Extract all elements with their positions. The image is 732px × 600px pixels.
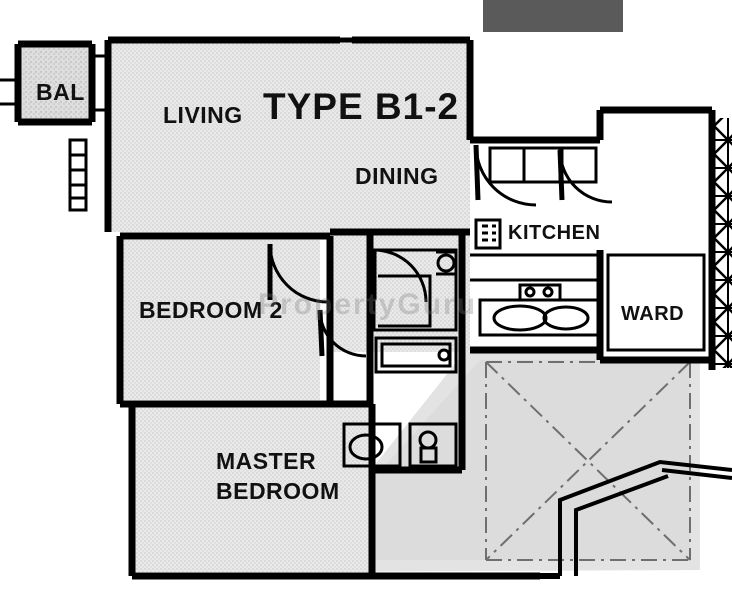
room-label-wardrobe: WARD (621, 303, 685, 325)
walls-secondary (0, 54, 706, 468)
room-label-dining: DINING (355, 163, 439, 189)
door-leaf (267, 37, 565, 357)
apartment-floor (18, 40, 712, 572)
room-label-master-bedroom: BEDROOM (216, 478, 340, 504)
room-label-balcony: BAL (36, 79, 85, 105)
room-label-master: MASTER (216, 448, 317, 474)
lower-right-structure (558, 459, 732, 576)
room-label-living: LIVING (163, 102, 243, 128)
room-label-bedroom-2: BEDROOM 2 (139, 297, 283, 323)
room-label-kitchen: KITCHEN (508, 222, 601, 244)
exterior-shading (290, 330, 700, 572)
plan-title: TYPE B1-2 (263, 86, 460, 127)
walls-primary (14, 36, 716, 580)
